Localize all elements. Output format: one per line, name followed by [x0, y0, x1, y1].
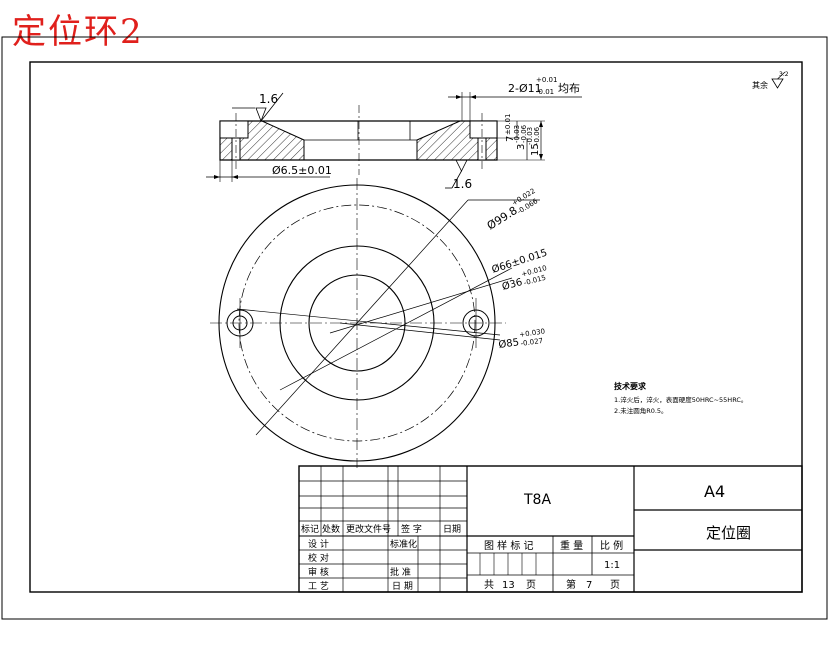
tech-heading: 技术要求	[614, 381, 647, 391]
tech-item-2: 2.未注圆角R0.5。	[614, 406, 668, 415]
outer-border	[1, 36, 828, 620]
rev-header-4: 日期	[443, 524, 461, 535]
scale-value: 1:1	[604, 560, 620, 571]
role-review: 审 核	[308, 566, 329, 578]
rev-header-1: 处数	[322, 523, 340, 535]
sheet-value: 7	[586, 580, 592, 591]
dim-3-label: 3	[516, 144, 527, 150]
dim-36-label: Ø36	[501, 276, 524, 293]
role-design: 设 计	[308, 538, 329, 550]
dim-3-tol-lower: -0.06	[520, 124, 528, 143]
std-label: 标准化	[390, 538, 417, 550]
section-view: 1.6 1.6 Ø6.5±0.01 2-Ø11 +0.01 -0.01 均布 7	[206, 76, 582, 191]
sheet-page-label: 页	[610, 579, 620, 591]
dim-85-label: Ø85	[498, 336, 520, 351]
dim-width-label: Ø6.5±0.01	[272, 164, 332, 177]
dim-85-tol-lower: -0.027	[520, 337, 543, 348]
dim-3-tol-upper: -0.03	[513, 125, 521, 143]
roughness-note: 其余 3.2	[752, 71, 789, 90]
col-header-marks: 图 样 标 记	[484, 539, 534, 552]
dim-85-tol-upper: +0.030	[519, 327, 546, 339]
dim-holes-tol-upper: +0.01	[536, 76, 557, 84]
total-label: 共	[484, 579, 494, 591]
approve-label: 批 准	[390, 566, 411, 578]
tech-requirements: 技术要求 1.淬火后，淬火，表面硬度50HRC~55HRC。 2.未注圆角R0.…	[614, 381, 747, 415]
dim-15-tol-lower: -0.06	[533, 126, 541, 145]
plan-view: Ø99.8 +0.022 -0.066 Ø66±0.015 Ø36 +0.010…	[210, 178, 549, 468]
role-check: 校 对	[308, 552, 329, 564]
dim-holes-suffix: 均布	[558, 82, 580, 95]
rev-header-0: 标记	[301, 523, 319, 535]
dim-outer-label: Ø99.8	[485, 204, 520, 233]
dim-15-tol-upper: -0.03	[526, 127, 534, 145]
rev-header-3: 签 字	[401, 523, 422, 535]
dim-holes-tol-lower: -0.01	[536, 88, 554, 96]
tech-item-1: 1.淬火后，淬火，表面硬度50HRC~55HRC。	[614, 395, 747, 404]
total-page-label: 页	[526, 579, 536, 591]
date-label: 日 期	[392, 581, 413, 592]
dim-15-label: 15	[530, 143, 541, 156]
dim-7-label: 7	[505, 136, 516, 142]
rev-header-2: 更改文件号	[346, 523, 391, 535]
roughness-left-label: 1.6	[259, 92, 278, 106]
col-header-weight: 重 量	[560, 539, 583, 552]
title-block	[298, 465, 803, 593]
total-value: 13	[502, 580, 515, 591]
roughness-right-label: 1.6	[453, 177, 472, 191]
dim-holes-label: 2-Ø11	[508, 82, 542, 95]
sheet-label: 第	[566, 578, 576, 591]
role-process: 工 艺	[308, 581, 329, 592]
sheet-size-label: A4	[704, 482, 725, 501]
material-label: T8A	[523, 492, 551, 508]
roughness-note-label: 其余	[752, 80, 768, 90]
dim-7-tol: ±0.01	[504, 114, 512, 135]
title-block-text: 标记 处数 更改文件号 签 字 日期 设 计 校 对 审 核 工 艺 标准化 批…	[301, 482, 751, 592]
col-header-scale: 比 例	[600, 539, 623, 552]
page-title: 定位环2	[12, 12, 144, 52]
drawing-name-label: 定位圈	[706, 524, 751, 542]
roughness-note-value: 3.2	[779, 71, 789, 78]
